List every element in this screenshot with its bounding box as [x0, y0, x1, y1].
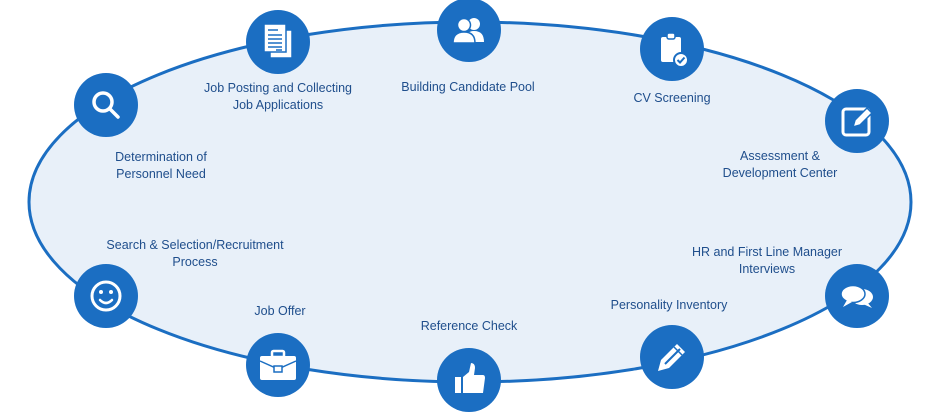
people-icon: [452, 17, 484, 44]
step-label-personality: Personality Inventory: [610, 298, 728, 312]
step-node-cv-screening[interactable]: [640, 17, 704, 81]
edit-icon: [841, 106, 874, 137]
step-node-job-offer[interactable]: [246, 333, 310, 397]
step-label-cv-screening: CV Screening: [633, 91, 711, 105]
document-icon: [263, 23, 293, 59]
step-label-interviews: HR and First Line Manager Interviews: [691, 245, 843, 276]
step-label-assessment: Assessment & Development Center: [722, 149, 838, 180]
step-label-personnel-need: Determination of Personnel Need: [115, 150, 207, 181]
step-label-reference-check: Reference Check: [420, 319, 518, 333]
step-node-personality[interactable]: [640, 325, 704, 389]
step-node-search-selection[interactable]: [74, 264, 138, 328]
step-node-interviews[interactable]: [825, 264, 889, 328]
chat-icon: [840, 284, 873, 308]
step-node-search[interactable]: [74, 73, 138, 137]
step-node-reference-check[interactable]: [437, 348, 501, 412]
briefcase-icon: [259, 349, 297, 380]
step-label-search-selection: Search & Selection/Recruitment Process: [106, 238, 284, 269]
step-node-job-posting[interactable]: [246, 10, 310, 74]
thumbs-up-icon: [455, 363, 485, 393]
step-node-candidate-pool[interactable]: [437, 0, 501, 62]
step-label-job-posting: Job Posting and Collecting Job Applicati…: [203, 81, 353, 112]
step-node-assessment[interactable]: [825, 89, 889, 153]
step-label-job-offer: Job Offer: [254, 304, 306, 318]
smile-icon: [90, 280, 122, 312]
step-label-candidate-pool: Building Candidate Pool: [401, 80, 535, 94]
pencil-icon: [658, 344, 685, 371]
clipboard-check-icon: [661, 32, 689, 68]
search-icon: [92, 91, 120, 119]
